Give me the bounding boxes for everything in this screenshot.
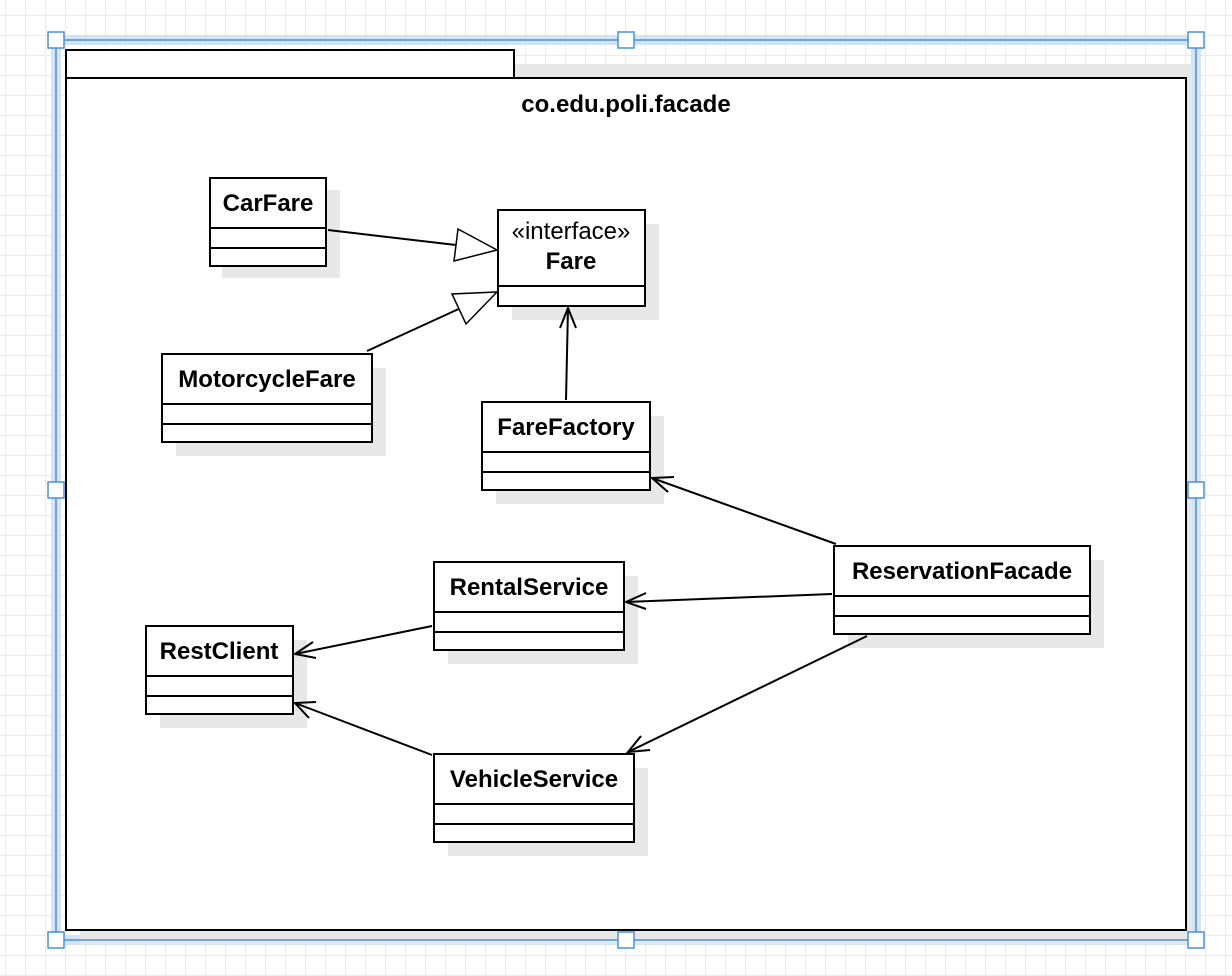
class-header xyxy=(497,209,646,287)
class-name: RentalService xyxy=(450,574,609,601)
attributes-compartment xyxy=(145,675,294,697)
interface-stereotype: «interface» xyxy=(512,218,631,245)
class-header xyxy=(433,753,635,805)
dependency-arrowhead xyxy=(292,701,317,719)
resize-handle-bottom-left[interactable] xyxy=(47,931,65,949)
edge-farefactory-to-fare[interactable] xyxy=(559,305,577,401)
class-header xyxy=(433,561,625,613)
class-header xyxy=(209,177,327,229)
edge-carfare-to-fare[interactable] xyxy=(327,227,500,262)
realization-arrowhead xyxy=(450,291,499,326)
edge-line xyxy=(366,306,464,352)
attributes-compartment xyxy=(161,403,373,425)
attributes-compartment xyxy=(481,451,651,473)
edge-rentalservice-to-restclient[interactable] xyxy=(292,625,433,659)
class-fare[interactable]: «interface» Fare xyxy=(497,209,659,320)
operations-compartment xyxy=(161,423,373,443)
class-name: FareFactory xyxy=(497,414,635,441)
resize-handle-left[interactable] xyxy=(47,481,65,499)
realization-arrowhead xyxy=(453,227,500,262)
resize-handle-bottom[interactable] xyxy=(617,931,635,949)
edge-line xyxy=(627,635,868,753)
class-rest-client[interactable]: RestClient xyxy=(145,625,307,728)
dependency-arrowhead xyxy=(649,476,675,493)
class-name: ReservationFacade xyxy=(852,558,1072,585)
dependency-arrowhead xyxy=(625,735,651,754)
class-name: Fare xyxy=(546,248,597,275)
operations-compartment xyxy=(209,247,327,267)
edge-reservationfacade-to-rentalservice[interactable] xyxy=(623,592,833,610)
class-name: MotorcycleFare xyxy=(178,366,355,393)
edge-line xyxy=(294,625,433,655)
package-tab[interactable] xyxy=(65,49,515,79)
dependency-arrowhead xyxy=(292,641,317,659)
dependency-arrowhead xyxy=(623,592,647,610)
operations-compartment xyxy=(433,823,635,843)
edge-line xyxy=(294,702,433,756)
attributes-compartment xyxy=(433,611,625,633)
edge-line xyxy=(625,593,833,603)
class-name: CarFare xyxy=(223,190,314,217)
package-title: co.edu.poli.facade xyxy=(521,91,730,118)
operations-compartment xyxy=(833,615,1091,635)
edge-line xyxy=(651,477,837,545)
class-name: RestClient xyxy=(160,638,279,665)
resize-handle-top-right[interactable] xyxy=(1187,31,1205,49)
resize-handle-right[interactable] xyxy=(1187,481,1205,499)
class-motorcycle-fare[interactable]: MotorcycleFare xyxy=(161,353,386,456)
resize-handle-top-left[interactable] xyxy=(47,31,65,49)
resize-handle-top[interactable] xyxy=(617,31,635,49)
class-vehicle-service[interactable]: VehicleService xyxy=(433,753,648,856)
operations-compartment xyxy=(145,695,294,715)
operations-compartment xyxy=(433,631,625,651)
edge-line xyxy=(327,229,457,246)
attributes-compartment xyxy=(497,285,646,307)
edge-reservationfacade-to-vehicleservice[interactable] xyxy=(625,635,868,754)
class-reservation-facade[interactable]: ReservationFacade xyxy=(833,545,1104,648)
dependency-arrowhead xyxy=(559,305,577,329)
class-car-fare[interactable]: CarFare xyxy=(209,177,340,278)
class-rental-service[interactable]: RentalService xyxy=(433,561,638,664)
resize-handle-bottom-right[interactable] xyxy=(1187,931,1205,949)
class-name: VehicleService xyxy=(450,766,618,793)
attributes-compartment xyxy=(209,227,327,249)
edge-line xyxy=(565,307,569,401)
operations-compartment xyxy=(481,471,651,491)
attributes-compartment xyxy=(433,803,635,825)
class-fare-factory[interactable]: FareFactory xyxy=(481,401,664,504)
attributes-compartment xyxy=(833,595,1091,617)
edge-reservationfacade-to-farefactory[interactable] xyxy=(649,476,837,545)
edge-motorcyclefare-to-fare[interactable] xyxy=(366,291,499,352)
edge-vehicleservice-to-restclient[interactable] xyxy=(292,701,433,756)
